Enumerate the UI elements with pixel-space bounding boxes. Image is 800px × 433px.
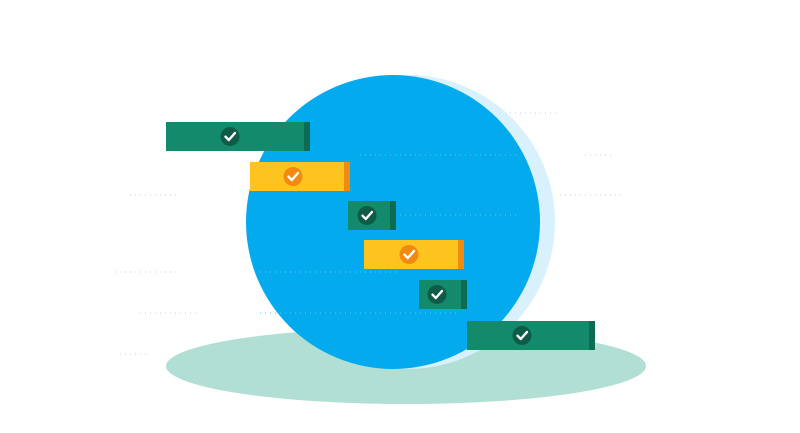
task-bars	[166, 122, 595, 350]
check-icon	[361, 210, 374, 221]
task-bar-5	[419, 280, 467, 309]
task-bar-side	[389, 201, 396, 230]
check-badge	[427, 285, 447, 304]
check-icon	[431, 289, 444, 300]
task-bar-6	[467, 321, 595, 350]
check-badge	[220, 127, 240, 146]
task-bar-2	[250, 162, 350, 191]
task-bar-side	[303, 122, 310, 151]
task-bar-side	[343, 162, 350, 191]
check-badge	[399, 245, 419, 264]
task-bar-side	[457, 240, 464, 269]
circle-dotted-lines	[260, 154, 520, 314]
task-bar-side	[588, 321, 595, 350]
check-badge	[357, 206, 377, 225]
check-badge	[283, 167, 303, 186]
task-bar-4	[364, 240, 464, 269]
check-icon	[403, 249, 416, 260]
task-bar-1	[166, 122, 310, 151]
check-icon	[224, 131, 237, 142]
task-bar-side	[460, 280, 467, 309]
check-icon	[516, 330, 529, 341]
task-bar-3	[348, 201, 396, 230]
check-badge	[512, 326, 532, 345]
check-icon	[287, 171, 300, 182]
